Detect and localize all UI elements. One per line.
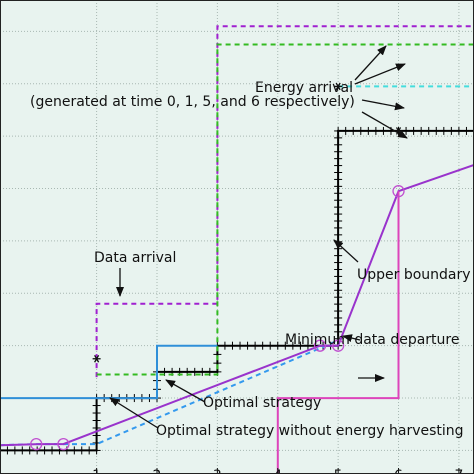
series-line-3 [96, 43, 474, 376]
annotation-arrow [342, 334, 361, 342]
x-tick-label: 6 [394, 468, 403, 474]
star-marker [334, 82, 343, 91]
annotation-arrow [354, 63, 406, 85]
annotation-arrow [165, 379, 206, 403]
x-tick-label: 3 [213, 468, 222, 474]
circle-marker [392, 185, 405, 198]
annotation-arrow [354, 45, 387, 81]
circle-marker [57, 437, 70, 451]
x-tick-label: 4 [273, 468, 282, 474]
annotation-data-arrival: Data arrival [94, 250, 176, 266]
x-tick-label: 7 [454, 468, 463, 474]
star-marker [92, 354, 101, 363]
annotation-energy-generated: (generated at time 0, 1, 5, and 6 respec… [30, 94, 355, 110]
annotation-optimal-strategy: Optimal strategy [203, 395, 321, 411]
annotation-arrow [109, 397, 159, 429]
annotation-arrow [361, 99, 405, 111]
annotation-energy-arrival: Energy arrival [255, 80, 353, 96]
annotation-upper-boundary: Upper boundary [357, 267, 471, 283]
annotation-arrow [333, 239, 359, 263]
annotation-arrows [109, 45, 408, 429]
series-line-7 [276, 191, 400, 474]
series-line-1 [0, 344, 218, 400]
series-line-2 [95, 25, 474, 378]
circle-marker [313, 339, 327, 352]
x-tick-label: 1 [92, 468, 101, 474]
circle-marker [30, 437, 43, 451]
annotation-arrow [361, 111, 408, 139]
annotation-optimal-no-harvesting: Optimal strategy without energy harvesti… [156, 423, 464, 439]
x-tick-label: 5 [334, 468, 343, 474]
annotation-min-data-departure: Minimum data departure [285, 332, 459, 348]
x-tick-label: 2 [153, 468, 162, 474]
series-layer [0, 25, 474, 474]
circle-marker [331, 339, 345, 352]
